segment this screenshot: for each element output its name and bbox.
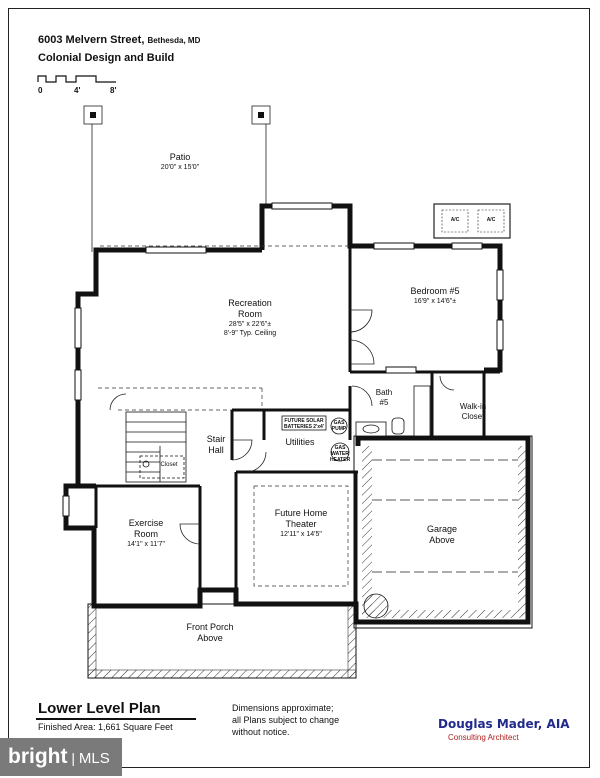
stairs <box>125 411 187 483</box>
room-utilities-name: Utilities <box>285 437 315 447</box>
watermark-brand: bright <box>8 745 68 768</box>
utility-equipment <box>281 415 350 462</box>
sump-line1: GAS <box>333 420 345 426</box>
disclaimer: Dimensions approximate; all Plans subjec… <box>232 702 339 738</box>
room-bath-name1: Bath <box>375 388 393 397</box>
page-border <box>8 8 590 768</box>
room-theater: Future Home Theater 12'11" x 14'5" <box>258 508 344 539</box>
solar-line2: BATTERIES 2'x4' <box>283 424 325 430</box>
garage-hatched-wall <box>353 435 533 629</box>
solar-batteries-label: FUTURE SOLAR BATTERIES 2'x4' <box>282 418 326 430</box>
architect-title: Consulting Architect <box>448 733 519 742</box>
room-recreation-dims: 28'5" x 22'6"± <box>228 321 272 328</box>
room-patio-dims: 20'0" x 15'0" <box>160 164 200 171</box>
room-stair-name2: Hall <box>208 445 224 455</box>
ac-units <box>433 203 511 239</box>
room-porch-name2: Above <box>197 633 223 643</box>
windows <box>62 202 504 517</box>
room-recreation-name1: Recreation <box>228 298 272 308</box>
room-theater-dims: 12'11" x 14'5" <box>280 531 322 538</box>
room-exercise-name1: Exercise <box>128 518 164 528</box>
scale-bar <box>37 75 116 83</box>
room-stair-name1: Stair <box>206 434 226 444</box>
room-garage-name1: Garage <box>426 524 458 534</box>
closet-outline <box>139 455 185 479</box>
room-exercise-dims: 14'1" x 11'7" <box>127 541 165 548</box>
sump-line2: PUMP <box>331 426 347 432</box>
room-closet-name: Closet <box>160 462 178 468</box>
room-bath-name2: #5 <box>379 398 389 407</box>
plan-title: Lower Level Plan <box>38 700 161 717</box>
finished-area: Finished Area: 1,661 Square Feet <box>38 722 173 732</box>
front-porch-hatched-wall <box>87 603 357 679</box>
ac-unit-2-label: A/C <box>486 217 496 223</box>
room-patio-name: Patio <box>169 152 191 162</box>
scale-label-0: 0 <box>38 86 43 95</box>
room-theater-name1: Future Home <box>274 508 328 518</box>
solar-line1: FUTURE SOLAR <box>284 418 324 424</box>
watermark-suffix: MLS <box>78 750 110 767</box>
room-recreation-ceiling: 8'-9" Typ. Ceiling <box>223 330 277 337</box>
builder-name: Colonial Design and Build <box>38 52 175 64</box>
wh-line2: WATER <box>331 451 349 457</box>
scale-label-8: 8' <box>110 86 117 95</box>
room-porch-name1: Front Porch <box>186 622 234 632</box>
room-theater-name2: Theater <box>285 519 317 529</box>
soffit-dashed-lines <box>98 245 350 587</box>
room-exercise-name2: Room <box>133 529 158 539</box>
door-swings <box>109 309 455 545</box>
room-garage-name2: Above <box>429 535 455 545</box>
disclaimer-line3: without notice. <box>232 727 290 737</box>
garage-dashed-lines <box>372 459 518 573</box>
room-utilities: Utilities <box>270 437 330 448</box>
disclaimer-line1: Dimensions approximate; <box>232 703 334 713</box>
room-garage: Garage Above <box>412 524 472 546</box>
address-street: 6003 Melvern Street, <box>38 34 145 46</box>
room-recreation-name2: Room <box>237 309 262 319</box>
address-city: Bethesda, MD <box>147 36 201 45</box>
garage-stairs-hatch <box>363 593 389 619</box>
ac-unit-1-label: A/C <box>450 217 460 223</box>
room-front-porch: Front Porch Above <box>170 622 250 644</box>
room-closet: Closet <box>152 461 186 469</box>
room-patio: Patio 20'0" x 15'0" <box>150 152 210 172</box>
water-heater-label: GAS WATER HEATER <box>330 445 350 463</box>
bright-mls-watermark: bright | MLS <box>0 738 122 776</box>
plan-title-underline <box>36 718 196 720</box>
scale-label-4: 4' <box>74 86 81 95</box>
address-line: 6003 Melvern Street, Bethesda, MD <box>38 34 200 46</box>
architect-name: Douglas Mader, AIA <box>438 717 570 731</box>
wh-line1: GAS <box>334 445 346 451</box>
room-walkin-name1: Walk-in <box>459 402 487 411</box>
room-exercise: Exercise Room 14'1" x 11'7" <box>108 518 184 549</box>
room-bedroom: Bedroom #5 16'9" x 14'6"± <box>390 286 480 306</box>
room-walkin-name2: Closet <box>461 412 485 421</box>
room-recreation: Recreation Room 28'5" x 22'6"± 8'-9" Typ… <box>200 298 300 338</box>
room-bath: Bath #5 <box>364 388 404 408</box>
disclaimer-line2: all Plans subject to change <box>232 715 340 725</box>
room-stair-hall: Stair Hall <box>196 434 236 456</box>
room-bedroom-name: Bedroom #5 <box>410 286 460 296</box>
room-walkin-closet: Walk-in Closet <box>446 402 500 422</box>
wh-line3: HEATER <box>330 457 351 463</box>
sump-pump-label: GAS PUMP <box>331 420 347 432</box>
room-bedroom-dims: 16'9" x 14'6"± <box>413 298 457 305</box>
interior-walls <box>94 246 500 604</box>
patio-outline <box>83 105 271 252</box>
bath-fixtures <box>355 385 431 437</box>
